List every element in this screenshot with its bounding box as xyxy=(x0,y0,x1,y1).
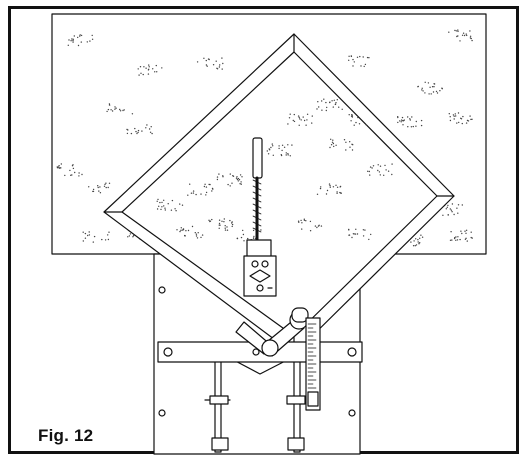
figure-label: Fig. 12 xyxy=(38,426,94,445)
lever-handle xyxy=(235,307,309,357)
board-texture xyxy=(56,29,473,247)
clamp-screw-assembly xyxy=(243,137,277,297)
diamond-frame xyxy=(103,33,455,355)
measurement-scale xyxy=(305,317,321,411)
